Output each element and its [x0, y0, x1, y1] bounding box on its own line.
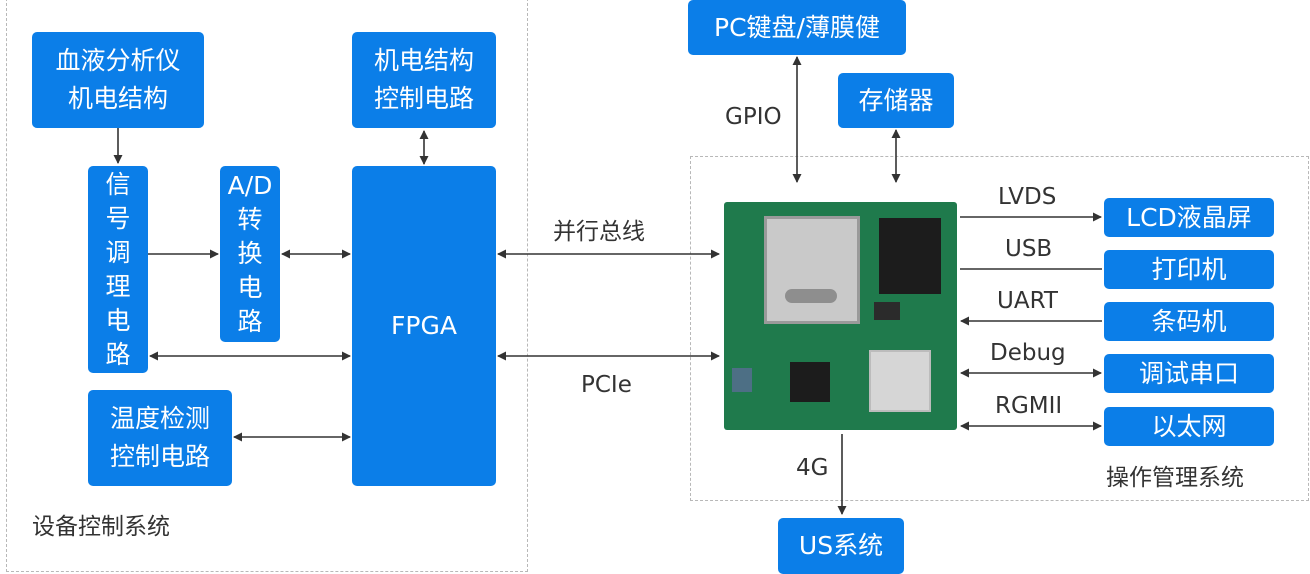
os-management-group: [690, 156, 1309, 501]
parallel-bus-label: 并行总线: [553, 219, 645, 245]
circuit-board-image: [724, 202, 957, 430]
us-system-box: US系统: [778, 518, 904, 574]
module-chip: [869, 350, 931, 412]
uart-label: UART: [997, 288, 1058, 314]
device-control-group: [6, 0, 528, 572]
debug-label: Debug: [990, 340, 1066, 366]
4g-label: 4G: [796, 455, 829, 481]
pcie-label: PCIe: [581, 372, 632, 398]
storage-box: 存储器: [838, 73, 954, 128]
fpga-box: FPGA: [352, 166, 496, 486]
rgmii-label: RGMII: [995, 393, 1063, 419]
temp-control-box: 温度检测 控制电路: [88, 390, 232, 486]
lcd-box: LCD液晶屏: [1104, 198, 1274, 237]
small-component: [874, 302, 900, 320]
mech-control-box: 机电结构 控制电路: [352, 32, 496, 128]
os-management-label: 操作管理系统: [1106, 465, 1244, 491]
gpio-label: GPIO: [725, 104, 782, 130]
controller-chip: [790, 362, 830, 402]
printer-box: 打印机: [1104, 250, 1274, 289]
memory-chip: [879, 218, 941, 294]
blood-analyzer-box: 血液分析仪 机电结构: [32, 32, 204, 128]
signal-conditioning-box: 信 号 调 理 电 路: [88, 166, 148, 373]
barcode-box: 条码机: [1104, 302, 1274, 341]
connector-part: [732, 368, 752, 392]
ethernet-box: 以太网: [1104, 407, 1274, 446]
main-processor-chip: [764, 216, 860, 324]
ad-converter-box: A/D 转 换 电 路: [220, 166, 280, 342]
debug-port-box: 调试串口: [1104, 354, 1274, 393]
lvds-label: LVDS: [998, 184, 1057, 210]
device-control-label: 设备控制系统: [32, 514, 170, 540]
pc-keyboard-box: PC键盘/薄膜健: [688, 0, 906, 55]
usb-label: USB: [1005, 236, 1053, 262]
